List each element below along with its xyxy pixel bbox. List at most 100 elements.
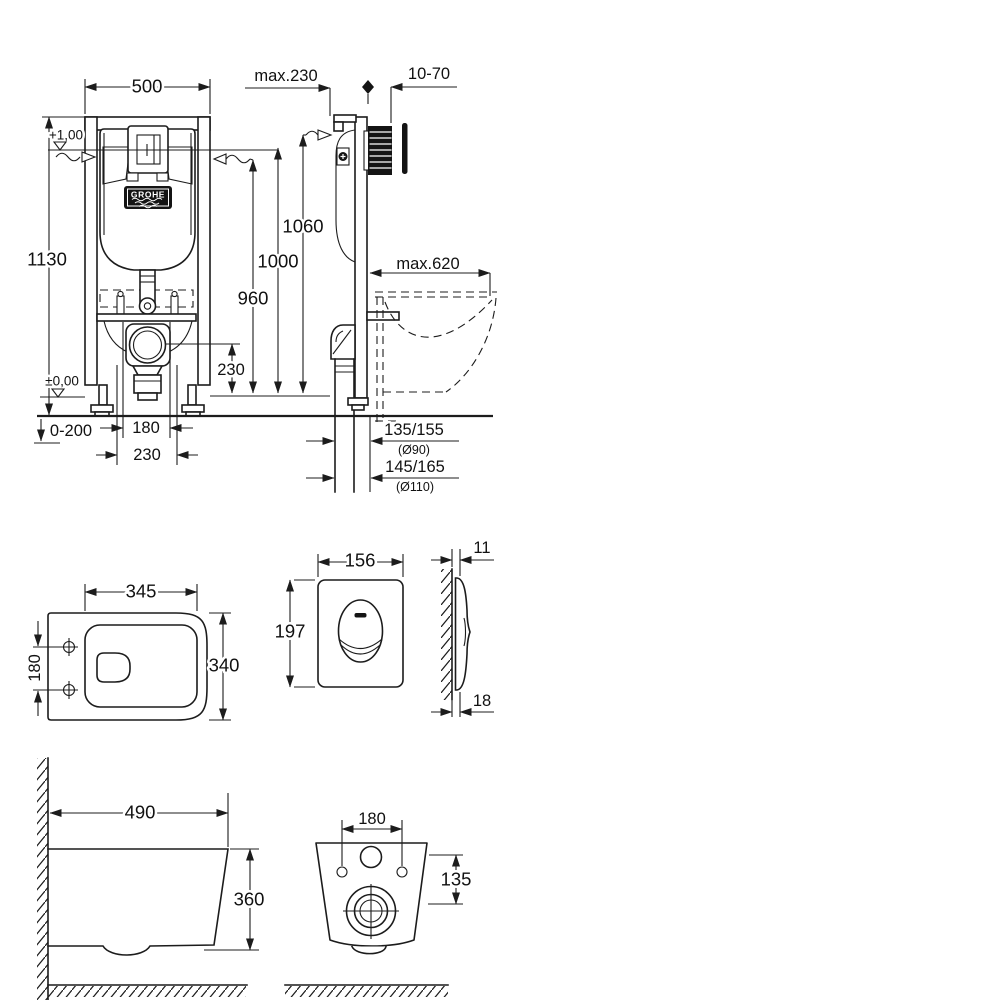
bowl-side-profile <box>47 848 229 956</box>
dim-drain-90-dia-label: (Ø90) <box>398 443 430 457</box>
mount-hole-top <box>60 638 78 656</box>
dim-bottom-thickness-label: 18 <box>473 692 491 710</box>
datum-diamond-icon <box>362 80 374 94</box>
dim-bottom-thickness: 18 <box>431 690 494 717</box>
dim-drain-spacing-label: 230 <box>133 446 161 464</box>
drain-bump <box>350 945 387 955</box>
break-arrow-right <box>212 153 254 165</box>
drain-elbow <box>330 324 356 360</box>
wall-hatch <box>37 758 48 1000</box>
dim-hole-spacing: 180 <box>341 808 403 866</box>
grohe-logo: GROHE <box>124 186 172 209</box>
dim-bowl-reach: max.620 <box>369 253 491 296</box>
wall-hatch <box>441 569 452 700</box>
break-arrow-icon <box>317 129 333 141</box>
dim-bolt-spacing: 180 <box>100 417 193 440</box>
water-inlet-hole <box>359 845 383 869</box>
ground-hatch <box>285 986 448 997</box>
level-triangle-icon <box>52 141 68 151</box>
dim-top-thickness-label: 11 <box>473 539 490 557</box>
dim-frame-height: 1130 <box>25 116 85 416</box>
dim-1000-label: 1000 <box>257 251 298 272</box>
grohe-logo-text: GROHE <box>131 190 165 200</box>
dim-hole-spacing-label: 180 <box>26 654 44 682</box>
dim-seat-width: 345 <box>84 578 198 611</box>
break-arrow-icon <box>212 153 227 165</box>
bowl-rear-view: 180 135 <box>284 808 474 997</box>
flush-plate-front-view: 156 197 <box>272 547 404 688</box>
dim-hole-spacing-label: 180 <box>358 810 386 828</box>
dim-height-label: 360 <box>234 889 265 910</box>
outlet-assembly <box>125 323 171 401</box>
bowl-outline-dashed <box>375 291 497 423</box>
mount-hole-left <box>336 866 348 878</box>
cistern-profile <box>335 129 356 263</box>
level-zero-label: ±0,00 <box>45 374 79 389</box>
frame-structure: GROHE <box>84 116 211 465</box>
dim-drain-90: 135/155 (Ø90) <box>306 419 459 460</box>
dim-wall-thickness-label: 10-70 <box>408 65 450 83</box>
bowl-side-view: 490 360 <box>37 757 267 1000</box>
dim-outlet-height: 230 <box>166 343 247 394</box>
dim-depth: 340 <box>206 612 242 721</box>
dim-wall-thickness: 10-70 <box>390 63 457 123</box>
dim-hole-spacing: 180 <box>24 621 60 716</box>
wall-datum-marker <box>362 80 374 104</box>
dim-960: 960 <box>235 159 271 394</box>
dim-drain-110-label: 145/165 <box>385 458 445 476</box>
dim-1060: 1060 <box>280 134 326 394</box>
dim-drain-spacing: 230 <box>96 444 198 467</box>
frame-rail-right <box>197 116 211 386</box>
break-arrow-left <box>55 151 97 163</box>
dim-plate-width: 156 <box>317 547 404 577</box>
dim-1000: 1000 <box>255 147 301 394</box>
protection-plug <box>368 126 392 175</box>
dim-length-label: 490 <box>125 802 156 823</box>
frame-height-label: 1130 <box>27 249 67 270</box>
drain-opening <box>96 652 131 683</box>
dim-max-depth: max.230 <box>245 65 331 116</box>
level-triangle-icon <box>50 388 66 398</box>
ground-hatch <box>48 986 246 997</box>
dim-outlet-height-label: 230 <box>217 361 245 379</box>
dim-frame-width: 500 <box>84 73 211 114</box>
break-arrow-side <box>303 129 333 141</box>
frame-width-label: 500 <box>132 76 163 97</box>
dim-plate-height: 197 <box>272 579 315 688</box>
plate-side-profile <box>454 577 471 691</box>
button-slot-icon <box>354 613 367 618</box>
dim-outlet-height: 135 <box>428 854 474 905</box>
dim-outlet-height-label: 135 <box>441 869 472 890</box>
flush-plate-profile <box>402 123 408 174</box>
dim-plate-width-label: 156 <box>345 550 376 571</box>
mount-hole-bottom <box>60 681 78 699</box>
frame-front-view: GROHE <box>25 73 493 467</box>
break-arrow-icon <box>81 151 97 163</box>
dim-bowl-reach-label: max.620 <box>396 255 459 273</box>
dim-1060-label: 1060 <box>282 216 323 237</box>
outlet-connection <box>343 884 399 939</box>
level-plus-marker: +1,00 <box>46 125 86 151</box>
dim-plate-height-label: 197 <box>275 621 306 642</box>
mount-hole-right <box>396 866 408 878</box>
frame-crossbar <box>96 313 197 322</box>
flush-button <box>337 599 384 663</box>
dim-top-thickness: 11 <box>431 537 494 576</box>
bowl-top-view: 180 345 340 <box>24 578 242 721</box>
dim-depth-label: 340 <box>209 655 240 676</box>
level-zero-marker: ±0,00 <box>43 371 81 398</box>
frame-side-structure <box>330 114 408 493</box>
seat-opening <box>84 624 198 708</box>
dim-foot-adjust-label: 0-200 <box>50 422 92 440</box>
dim-drain-110: 145/165 (Ø110) <box>306 456 459 497</box>
frame-rail-left <box>84 116 98 386</box>
dim-length: 490 <box>49 793 229 847</box>
level-plus-label: +1,00 <box>49 128 83 143</box>
flush-plate-side-view: 11 18 <box>431 537 494 717</box>
dim-drain-110-dia-label: (Ø110) <box>396 480 434 494</box>
dim-foot-adjust: 0-200 <box>34 419 95 444</box>
dim-960-label: 960 <box>238 288 269 309</box>
dim-max-depth-label: max.230 <box>254 67 317 85</box>
